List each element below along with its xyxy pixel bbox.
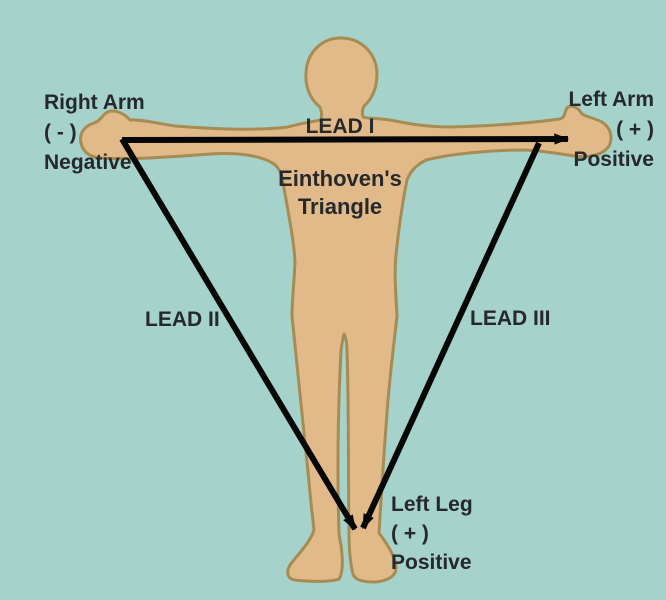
left-arm-label: Left Arm ( + ) Positive	[568, 85, 654, 175]
diagram-title: Einthoven's Triangle	[265, 165, 415, 221]
left-leg-name: Left Leg	[391, 493, 473, 516]
right-arm-sign: ( - )	[44, 121, 77, 144]
right-arm-polarity: Negative	[44, 151, 132, 174]
left-arm-name: Left Arm	[568, 88, 654, 111]
left-arm-sign: ( + )	[616, 118, 654, 141]
lead-iii-label: LEAD III	[470, 307, 551, 330]
lead-ii-line	[119, 137, 358, 531]
left-leg-label: Left Leg ( + ) Positive	[391, 490, 473, 577]
diagram-title-line2: Triangle	[297, 194, 383, 219]
human-body-silhouette	[79, 36, 613, 584]
right-arm-label: Right Arm ( - ) Negative	[44, 88, 145, 178]
left-arm-polarity: Positive	[573, 148, 654, 171]
lead-i-label: LEAD I	[305, 115, 375, 138]
lead-iii-line	[360, 141, 542, 530]
left-leg-sign: ( + )	[391, 522, 429, 545]
lead-i-line	[121, 133, 570, 145]
left-leg-polarity: Positive	[391, 551, 472, 574]
diagram-title-line1: Einthoven's	[278, 166, 402, 191]
right-arm-name: Right Arm	[44, 91, 145, 114]
lead-ii-label: LEAD II	[145, 308, 220, 331]
